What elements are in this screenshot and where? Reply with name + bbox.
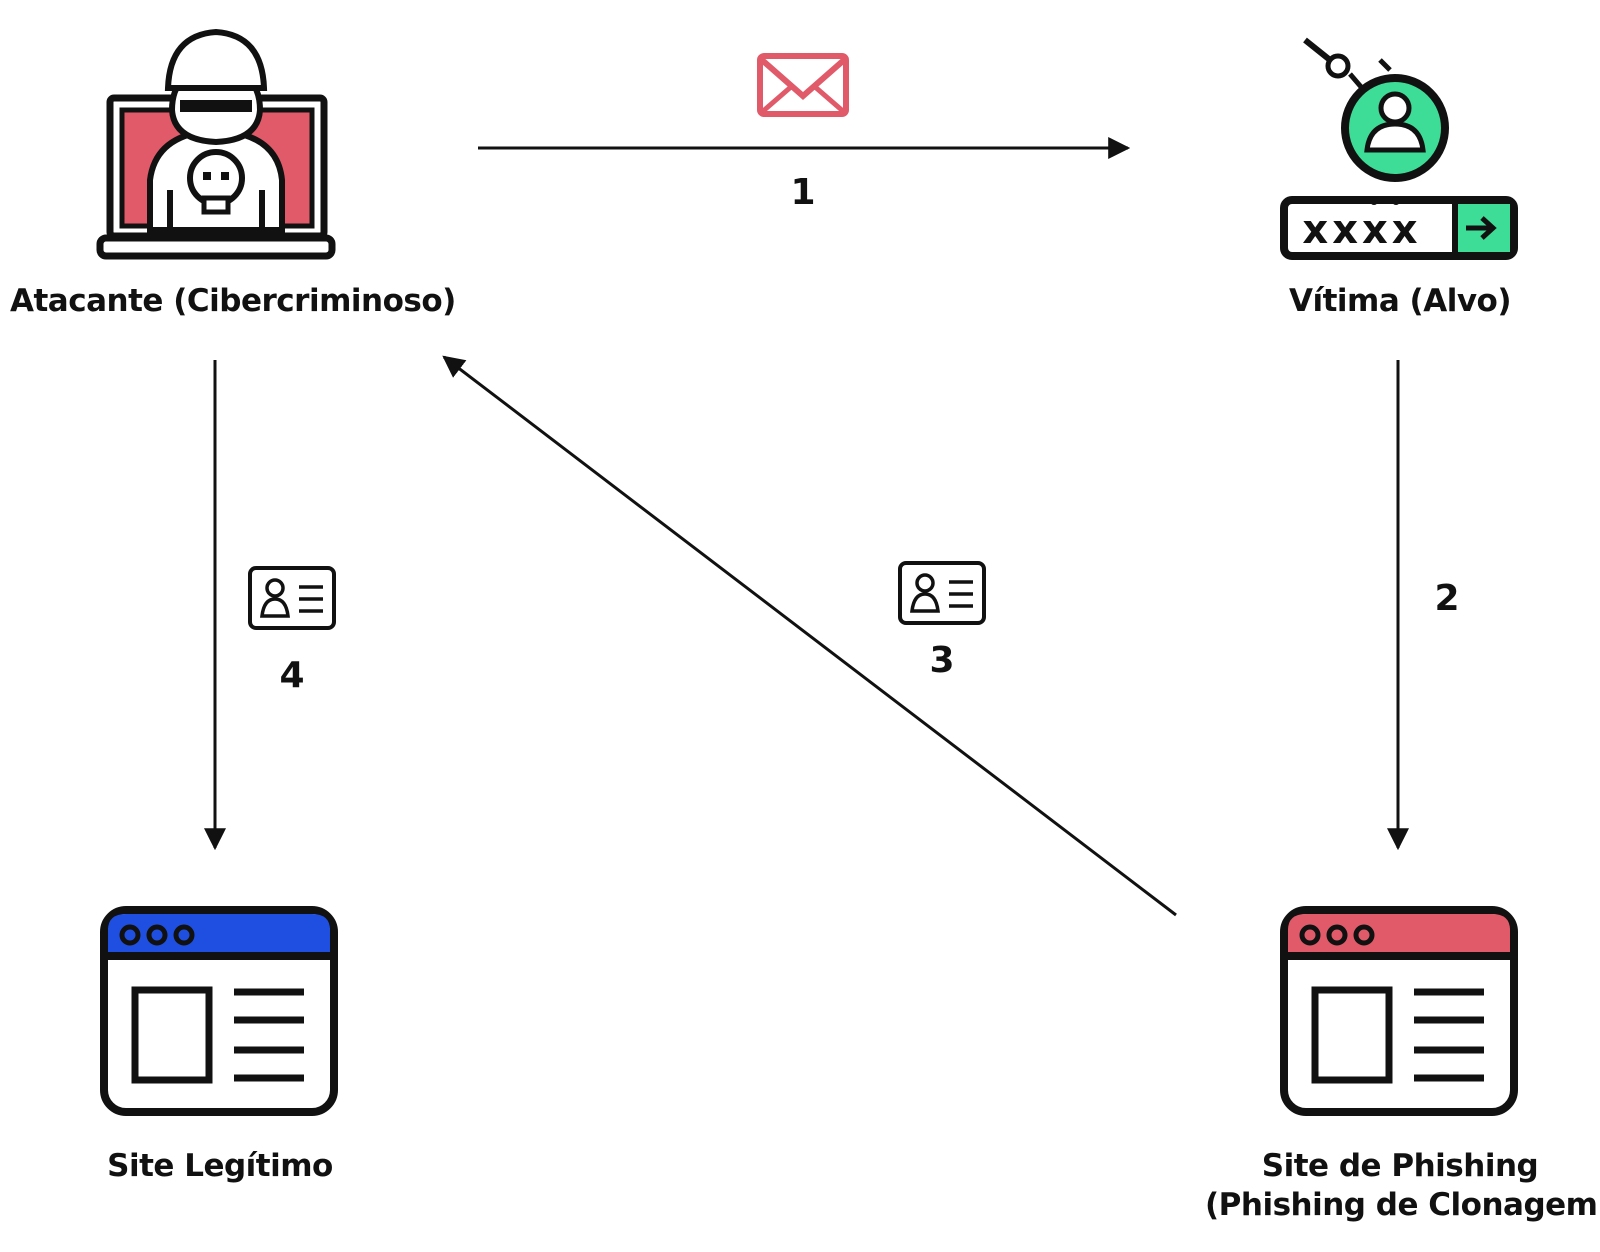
attacker-icon [96, 28, 336, 260]
phishing-site-label-line1: Site de Phishing [1261, 1148, 1539, 1184]
legit-site-icon [100, 906, 338, 1116]
step-number-2: 2 [1434, 578, 1460, 619]
victim-label: Vítima (Alvo) [1288, 283, 1512, 319]
phishing-site-label-line2: (Phishing de Clonagem) [1205, 1187, 1600, 1223]
victim-icon: xxxx [1280, 37, 1518, 260]
id-card-icon [898, 561, 986, 625]
id-card-icon [248, 566, 336, 630]
victim-password-mask: xxxx [1302, 207, 1421, 253]
phishing-site-icon [1280, 906, 1518, 1116]
envelope-icon [757, 53, 849, 117]
arrow-step-3 [442, 355, 1177, 917]
step-number-1: 1 [790, 172, 816, 213]
step-number-4: 4 [279, 655, 305, 696]
step-number-3: 3 [929, 640, 955, 681]
legit-site-label: Site Legítimo [107, 1148, 333, 1184]
attacker-label: Atacante (Cibercriminoso) [10, 283, 456, 319]
